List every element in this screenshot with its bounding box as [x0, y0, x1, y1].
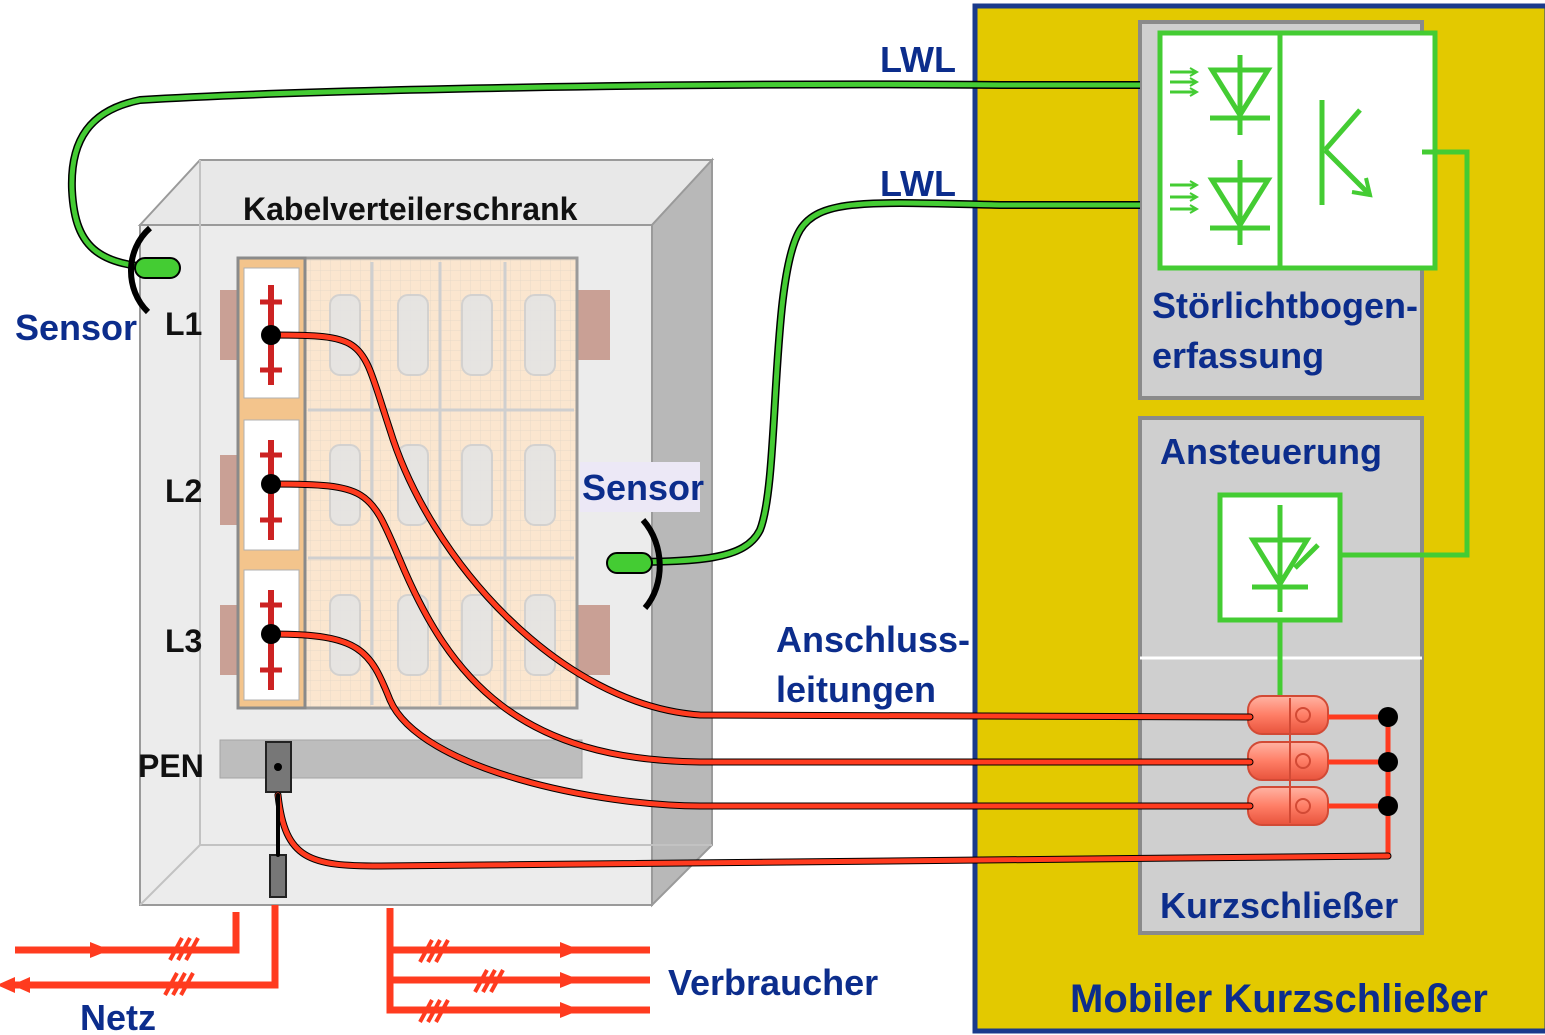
sensor-right-icon: [606, 518, 663, 610]
anschluss-label-2: leitungen: [776, 669, 936, 710]
verbraucher-label: Verbraucher: [668, 962, 878, 1003]
phase-l3-label: L3: [165, 623, 202, 659]
mobile-kurzschliesser-panel: Störlichtbogen- erfassung Ansteuerung: [972, 3, 1545, 1034]
lwl-top-label: LWL: [880, 39, 956, 80]
sensor-left-label: Sensor: [15, 307, 137, 348]
anschluss-label-1: Anschluss-: [776, 619, 970, 660]
fiber-control-link: [1340, 149, 1470, 558]
photodiode-icon: [1170, 160, 1273, 245]
netz-lines: [15, 905, 279, 989]
lwl-mid-label: LWL: [880, 163, 956, 204]
pen-label: PEN: [138, 748, 204, 784]
cabinet-title: Kabelverteilerschrank: [243, 191, 578, 227]
phase-l1-label: L1: [165, 306, 202, 342]
sensor-left-icon: [128, 225, 181, 315]
ansteuerung-label: Ansteuerung: [1160, 431, 1382, 472]
photodiode-icon: [1170, 55, 1273, 135]
terminal-dots: [261, 325, 281, 644]
thyristor-icon: [1248, 505, 1320, 612]
kabelverteilerschrank: Kabelverteilerschrank L1 L2 L3 PEN: [137, 157, 715, 908]
phase-l2-label: L2: [165, 473, 202, 509]
transistor-icon: [1319, 100, 1373, 205]
kurzschliesser-label: Kurzschließer: [1160, 885, 1398, 926]
mobile-title: Mobiler Kurzschließer: [1070, 977, 1488, 1021]
stoer-label-2: erfassung: [1152, 335, 1324, 376]
kurzschliesser-cylinders: [1247, 695, 1329, 826]
lwl-fibers: [67, 80, 1140, 566]
sensor-right-label: Sensor: [582, 467, 704, 508]
netz-label: Netz: [80, 997, 156, 1035]
anschlussleitungen: [268, 331, 1392, 870]
stoer-label-1: Störlichtbogen-: [1152, 285, 1418, 326]
